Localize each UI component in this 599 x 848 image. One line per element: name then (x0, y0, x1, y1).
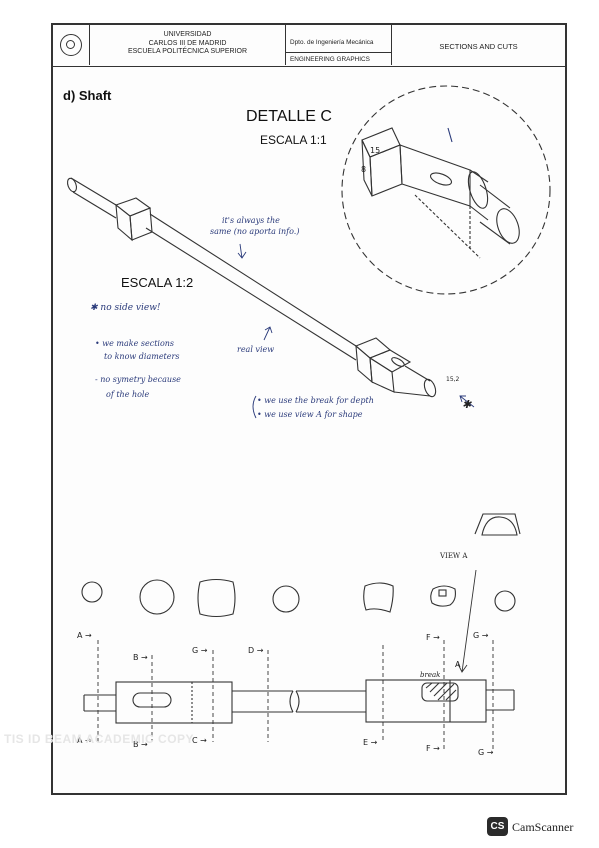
university-line-3: ESCUELA POLITÉCNICA SUPERIOR (127, 48, 248, 55)
section-views (81, 513, 521, 618)
view-a-label: VIEW A (440, 552, 468, 560)
note-view-a-shape: • we use view A for shape (257, 410, 363, 419)
note-symmetry-2: of the hole (106, 390, 150, 399)
university-logo-cell (53, 25, 90, 65)
detail-c-drawing (361, 127, 520, 259)
sheet-title: SECTIONS AND CUTS (439, 42, 518, 51)
cut-label-f-top: F → (426, 633, 440, 642)
note-always-same-2: same (no aporta info.) (210, 227, 300, 236)
note-no-side-view: ✱ no side view! (90, 303, 161, 313)
title-block: UNIVERSIDAD CARLOS III DE MADRID ESCUELA… (53, 25, 565, 67)
section-title: d) Shaft (63, 88, 112, 103)
detail-dimension-8: 8 (361, 165, 367, 174)
note-symmetry-1: - no symetry because (95, 375, 181, 384)
detail-c-circle (341, 85, 551, 295)
section-cut-lines (97, 640, 494, 750)
shaft-side-view-left (83, 681, 300, 724)
cut-label-a-bottom: A → (77, 736, 92, 745)
cut-label-b-top: B → (133, 653, 148, 662)
camscanner-name: CamScanner (512, 820, 574, 834)
shaft-side-view-right (296, 679, 515, 723)
note-real-view: real view (237, 345, 275, 354)
note-sections-2: to know diameters (104, 352, 180, 361)
university-line-1: UNIVERSIDAD (163, 31, 212, 38)
note-break-depth: • we use the break for depth (257, 396, 374, 405)
camscanner-logo-icon: CS (487, 817, 508, 836)
drawing-sheet: UNIVERSIDAD CARLOS III DE MADRID ESCUELA… (51, 23, 567, 795)
department-name: Dpto. de Ingeniería Mecánica (290, 39, 374, 46)
break-label: break (420, 671, 441, 679)
cut-label-a-top: A → (77, 631, 92, 640)
cut-label-g-bottom: G → (478, 748, 494, 757)
cut-label-b-bottom: B → (133, 740, 148, 749)
star-marker: ✱ (462, 398, 472, 411)
university-name: UNIVERSIDAD CARLOS III DE MADRID ESCUELA… (90, 25, 286, 65)
subject-name: ENGINEERING GRAPHICS (290, 56, 370, 63)
cut-label-g-middle: G → (192, 646, 208, 655)
cut-label-e-bottom: E → (363, 738, 378, 747)
cut-label-c-bottom: C → (192, 736, 207, 745)
cut-label-d-top: D → (248, 646, 264, 655)
detail-title: DETALLE C (246, 108, 332, 125)
note-always-same-1: it's always the (222, 216, 280, 225)
watermark: TIS ID BEAM ACADEMIC COPY (4, 732, 195, 746)
cut-label-g-top: G → (473, 631, 489, 640)
note-sections-1: • we make sections (95, 339, 175, 348)
detail-dimension-15: 15 (370, 146, 381, 155)
department-cell: Dpto. de Ingeniería Mecánica ENGINEERING… (286, 25, 392, 65)
main-scale: ESCALA 1:2 (121, 275, 194, 290)
cut-label-f-bottom: F → (426, 744, 440, 753)
university-line-2: CARLOS III DE MADRID (148, 39, 227, 47)
detail-scale: ESCALA 1:1 (260, 133, 327, 147)
cut-label-a-near-break: A (455, 660, 461, 669)
university-seal-icon (60, 34, 82, 56)
isometric-shaft (66, 177, 437, 398)
diameter-dimension: 15,2 (446, 376, 460, 383)
